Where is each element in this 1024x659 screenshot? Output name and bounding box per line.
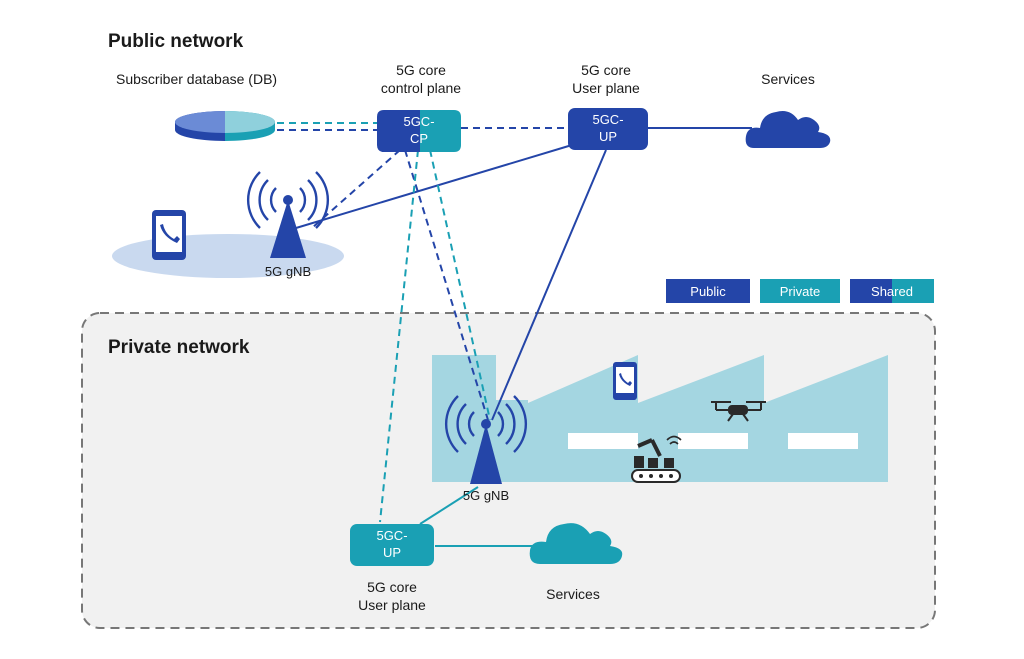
services-label: Services: [761, 71, 815, 87]
private-up-box-line2: UP: [383, 545, 401, 560]
private-core-up-label-1: 5G core: [367, 579, 417, 595]
connections: [277, 122, 752, 547]
robot-arm-icon: [631, 435, 682, 483]
private-up-box-line1: 5GC-: [376, 528, 407, 543]
antenna-icon: [445, 395, 527, 484]
public-gnb-label: 5G gNB: [265, 264, 311, 279]
legend-private: Private: [780, 284, 820, 299]
private-core-up-label-2: User plane: [358, 597, 426, 613]
services-cloud-icon: [745, 111, 831, 148]
drone-icon: [711, 401, 766, 422]
antenna-icon: [247, 171, 329, 258]
core-control-plane-box: 5GC- CP: [377, 110, 461, 152]
legend: Public Private Shared: [666, 279, 934, 303]
cp-box-line1: 5GC-: [403, 114, 434, 129]
phone-icon: [613, 362, 637, 400]
private-network-title: Private network: [108, 337, 250, 358]
core-user-plane-box-public: 5GC- UP: [568, 108, 648, 150]
up-box-line1: 5GC-: [592, 112, 623, 127]
core-user-plane-box-private: 5GC- UP: [350, 524, 434, 566]
up-box-line2: UP: [599, 129, 617, 144]
core-up-label-1: 5G core: [581, 62, 631, 78]
phone-icon: [152, 210, 186, 260]
services-cloud-icon: [529, 523, 623, 564]
core-cp-label-2: control plane: [381, 80, 461, 96]
private-gnb-label: 5G gNB: [463, 488, 509, 503]
public-network-title: Public network: [108, 31, 244, 52]
factory-silhouette: [432, 355, 888, 482]
subscriber-db-label: Subscriber database (DB): [116, 71, 277, 87]
legend-shared: Shared: [871, 284, 913, 299]
core-cp-label-1: 5G core: [396, 62, 446, 78]
private-services-label: Services: [546, 586, 600, 602]
core-up-label-2: User plane: [572, 80, 640, 96]
subscriber-database-icon: [175, 111, 275, 141]
legend-public: Public: [690, 284, 726, 299]
cp-box-line2: CP: [410, 131, 428, 146]
